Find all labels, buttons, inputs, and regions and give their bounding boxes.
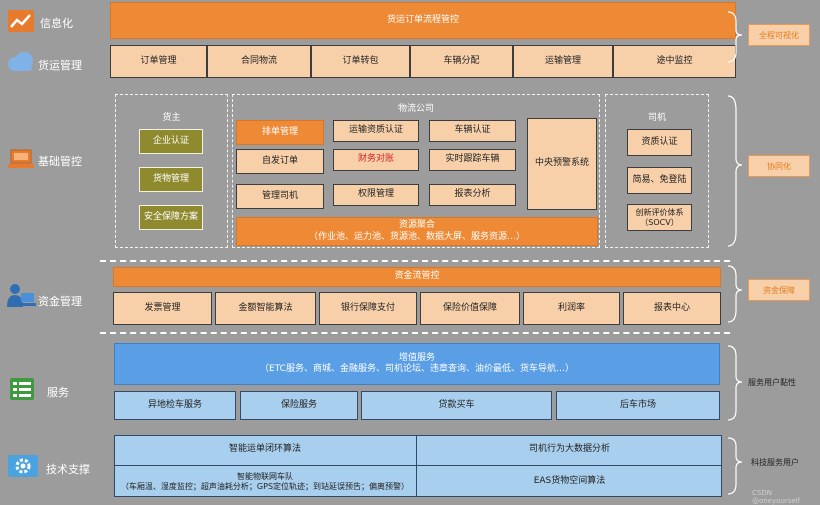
tag-tech-service: 科技服务用户 xyxy=(751,458,799,467)
fund-flow-bar: 资金流管控 xyxy=(113,267,721,287)
sidebar-tech-label: 技术支撑 xyxy=(46,463,90,476)
logistics-group xyxy=(232,94,600,248)
tag-collaboration: 协同化 xyxy=(748,155,810,177)
shipper-group xyxy=(115,94,228,248)
fund-bank-pay[interactable]: 银行保障支付 xyxy=(319,292,417,325)
logistics-tracking[interactable]: 实时跟踪车辆 xyxy=(429,149,516,171)
module-order[interactable]: 订单管理 xyxy=(110,45,207,78)
logistics-scheduling[interactable]: 排单管理 xyxy=(236,120,324,145)
module-transport[interactable]: 运输管理 xyxy=(513,45,613,78)
driver-title: 司机 xyxy=(647,113,666,123)
module-vehicle[interactable]: 车辆分配 xyxy=(410,45,513,78)
tech-iot-fleet[interactable]: 智能物联网车队 （车厢温、湿度监控；超声油耗分析；GPS定位轨迹；到站延误预告；… xyxy=(114,466,417,497)
tag-fund-guarantee: 资金保障 xyxy=(748,279,810,301)
right-braces xyxy=(727,11,743,495)
section-divider-1 xyxy=(100,260,730,262)
tech-iot-title: 智能物联网车队 xyxy=(237,471,293,481)
service-insurance[interactable]: 保险服务 xyxy=(240,391,358,420)
driver-qualification[interactable]: 资质认证 xyxy=(627,129,692,156)
shipper-safety[interactable]: 安全保障方案 xyxy=(139,205,203,230)
sidebar-freight-label: 货运管理 xyxy=(38,59,82,72)
logistics-title: 物流公司 xyxy=(397,104,434,114)
shipper-goods[interactable]: 货物管理 xyxy=(139,167,203,192)
sidebar-base-label: 基础管控 xyxy=(38,155,82,168)
user-desk-icon xyxy=(6,283,36,311)
fund-report[interactable]: 报表中心 xyxy=(623,292,721,325)
sidebar-service-label: 服务 xyxy=(47,386,69,399)
tag-service-stickiness: 服务用户黏性 xyxy=(748,378,796,387)
service-remote-inspection[interactable]: 异地检车服务 xyxy=(114,391,236,420)
fund-invoice[interactable]: 发票管理 xyxy=(113,292,212,325)
tech-iot-desc: （车厢温、湿度监控；超声油耗分析；GPS定位轨迹；到站延误预告；偏离预警） xyxy=(120,481,410,491)
logistics-qualification[interactable]: 运输资质认证 xyxy=(333,120,419,142)
shipper-enterprise-auth[interactable]: 企业认证 xyxy=(139,129,203,154)
fund-insurance[interactable]: 保险价值保障 xyxy=(420,292,520,325)
tech-grid xyxy=(114,435,722,497)
sidebar-info-label: 信息化 xyxy=(40,17,73,30)
driver-group xyxy=(605,94,709,248)
order-flow-bar: 货运订单流程管控 xyxy=(110,2,736,39)
service-car-loan[interactable]: 贷款买车 xyxy=(361,391,552,420)
logistics-vehicle-auth[interactable]: 车辆认证 xyxy=(429,120,516,142)
logistics-permission[interactable]: 权限管理 xyxy=(333,184,419,206)
line-chart-icon xyxy=(8,10,34,32)
list-icon xyxy=(10,378,34,400)
tech-waybill-algo[interactable]: 智能运单闭环算法 xyxy=(114,435,417,466)
module-subcontract[interactable]: 订单转包 xyxy=(311,45,410,78)
laptop-icon xyxy=(8,148,34,170)
tech-driver-bigdata[interactable]: 司机行为大数据分析 xyxy=(417,435,722,466)
resource-pool-desc: （作业池、运力池、货源池、数据大屏、服务资源…） xyxy=(308,231,525,242)
gear-icon xyxy=(8,455,38,477)
value-added-service[interactable]: 增值服务 （ETC服务、商城、金融服务、司机论坛、违章查询、油价最低、货车导航…… xyxy=(114,343,720,385)
logistics-report[interactable]: 报表分析 xyxy=(429,184,516,206)
service-aftermarket[interactable]: 后车市场 xyxy=(556,391,720,420)
logistics-drivers[interactable]: 管理司机 xyxy=(236,184,324,209)
module-contract[interactable]: 合同物流 xyxy=(207,45,311,78)
driver-socv[interactable]: 创新评价体系 （SOCV） xyxy=(627,204,692,231)
watermark: CSDN @oneyourself xyxy=(752,489,801,505)
tech-eas-algo[interactable]: EAS货物空间算法 xyxy=(533,475,606,486)
fund-profit[interactable]: 利润率 xyxy=(523,292,620,325)
logistics-central-warning[interactable]: 中央预警系统 xyxy=(527,118,597,210)
shipper-title: 货主 xyxy=(162,113,181,123)
fund-amount-algo[interactable]: 金额智能算法 xyxy=(215,292,316,325)
logistics-self-order[interactable]: 自发订单 xyxy=(236,149,324,174)
value-added-desc: （ETC服务、商城、金融服务、司机论坛、违章查询、油价最低、货车导航…） xyxy=(260,364,574,374)
module-monitor[interactable]: 途中监控 xyxy=(613,45,736,78)
driver-easy-login[interactable]: 简易、免登陆 xyxy=(627,167,692,194)
cloud-icon xyxy=(6,50,36,72)
tag-visualization: 全程可视化 xyxy=(748,24,810,46)
section-divider-2 xyxy=(100,332,730,334)
value-added-title: 增值服务 xyxy=(398,352,435,363)
resource-pool[interactable]: 资源聚合 （作业池、运力池、货源池、数据大屏、服务资源…） xyxy=(236,217,598,246)
sidebar-funds-label: 资金管理 xyxy=(38,295,82,308)
resource-pool-title: 资源聚合 xyxy=(398,220,435,231)
logistics-reconcile[interactable]: 财务对账 xyxy=(333,149,419,171)
